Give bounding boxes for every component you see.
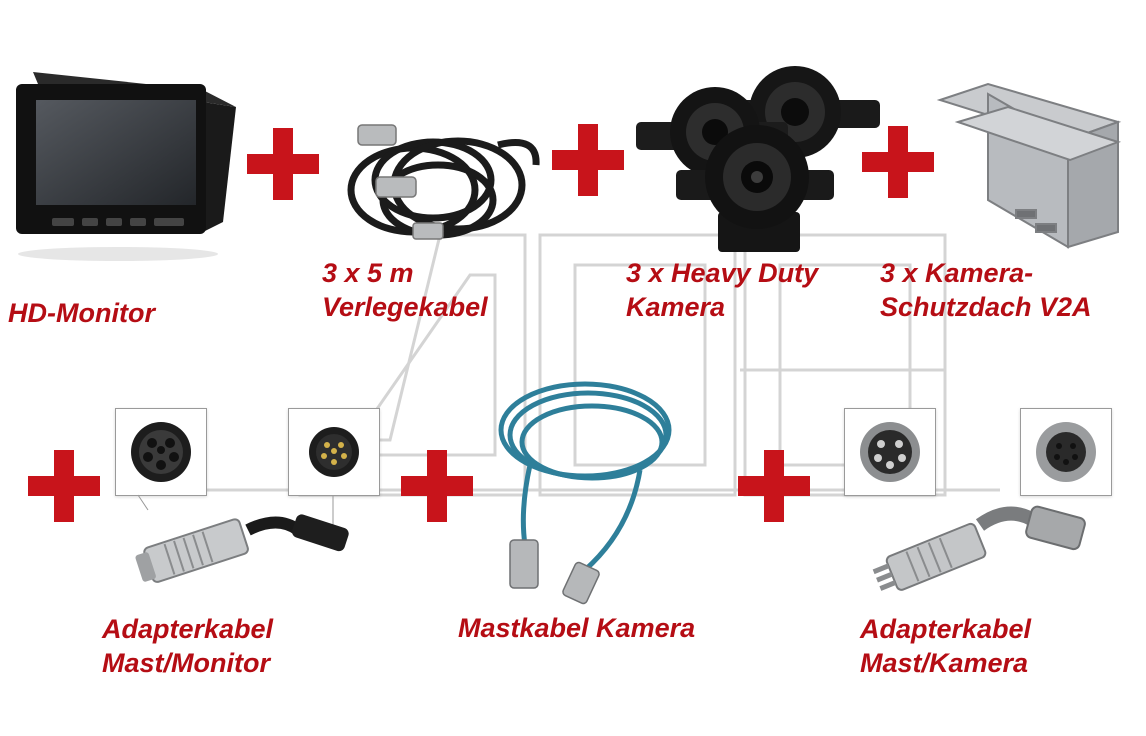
plus-icon — [28, 450, 100, 522]
connector-detail-female — [115, 408, 207, 496]
caption-line: Mastkabel Kamera — [458, 613, 696, 643]
bracket-icon — [936, 82, 1122, 249]
connector-female-icon — [1036, 422, 1096, 482]
caption-line: Verlegekabel — [322, 292, 488, 322]
caption-camera: 3 x Heavy Duty Kamera — [626, 256, 818, 324]
caption-line: 3 x 5 m — [322, 258, 414, 288]
connector-detail-male — [844, 408, 936, 496]
plus-icon — [401, 450, 473, 522]
blue-cable-icon — [498, 381, 672, 605]
caption-mast-cable: Mastkabel Kamera — [458, 611, 695, 645]
caption-line: Kamera — [626, 292, 726, 322]
camera-icon — [636, 66, 880, 252]
plus-icon — [552, 124, 624, 196]
plus-icon — [247, 128, 319, 200]
caption-line: Mast/Monitor — [102, 648, 270, 678]
plus-icon — [862, 126, 934, 198]
caption-line: 3 x Kamera- — [880, 258, 1034, 288]
connector-detail-male — [288, 408, 380, 496]
caption-cable: 3 x 5 m Verlegekabel — [322, 256, 488, 324]
connector-detail-female — [1020, 408, 1112, 496]
caption-adapter-camera: Adapterkabel Mast/Kamera — [860, 612, 1031, 680]
caption-adapter-monitor: Adapterkabel Mast/Monitor — [102, 612, 273, 680]
adapter-cable-icon — [872, 505, 1086, 591]
caption-monitor: HD-Monitor — [8, 296, 155, 330]
caption-line: Mast/Kamera — [860, 648, 1029, 678]
caption-line: 3 x Heavy Duty — [626, 258, 819, 288]
connector-female-icon — [131, 422, 191, 482]
connector-male-icon — [309, 427, 359, 477]
caption-line: Schutzdach V2A — [880, 292, 1092, 322]
caption-line: Adapterkabel — [102, 614, 274, 644]
plus-icon — [738, 450, 810, 522]
adapter-cable-icon — [135, 494, 349, 583]
monitor-icon — [16, 72, 236, 261]
caption-line: Adapterkabel — [860, 614, 1032, 644]
connector-male-icon — [860, 422, 920, 482]
caption-roof: 3 x Kamera- Schutzdach V2A — [880, 256, 1092, 324]
caption-line: HD-Monitor — [8, 298, 155, 328]
cable-coil-icon — [347, 124, 540, 240]
